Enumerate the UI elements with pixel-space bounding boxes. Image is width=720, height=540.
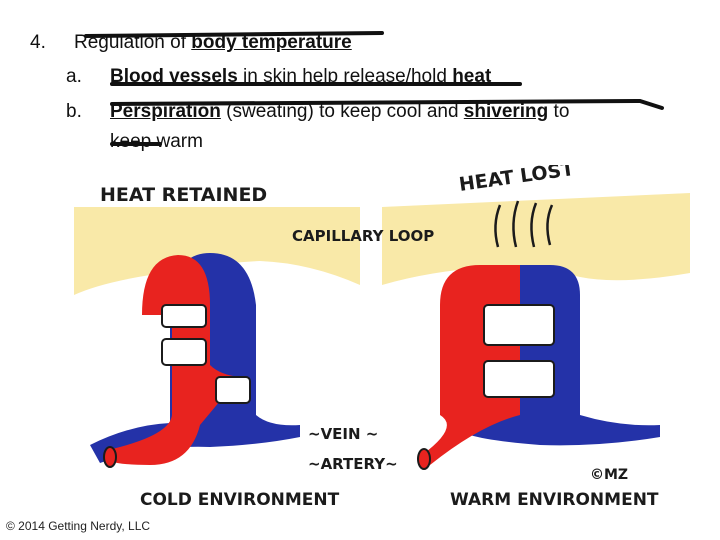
item-number: 4. (30, 32, 46, 53)
heat-wave-arrow (530, 202, 538, 248)
left-artery-end (103, 446, 117, 468)
left-loop-gap (161, 338, 207, 366)
warm-environment-label: WARM ENVIRONMENT (450, 490, 659, 510)
heat-wave-arrows (494, 200, 554, 248)
item-b-text: Perspiration (sweating) to keep cool and… (110, 101, 569, 123)
item-b-end: to (548, 101, 570, 122)
heat-lost-title: HEAT LOST (458, 165, 576, 196)
copyright-notice: © 2014 Getting Nerdy, LLC (6, 519, 151, 533)
item-4-prefix: Regulation of (74, 32, 192, 53)
heat-retained-title: HEAT RETAINED (100, 184, 267, 206)
right-loop-gap (483, 304, 555, 346)
vein-label: ~VEIN ~ (308, 425, 378, 443)
item-4-text: Regulation of body temperature (74, 32, 352, 54)
item-letter-a: a. (66, 66, 82, 87)
cold-environment-label: COLD ENVIRONMENT (140, 490, 340, 510)
heat-wave-arrow (494, 204, 502, 248)
capillary-loop-label: CAPILLARY LOOP (292, 227, 434, 245)
left-vessel-system (90, 253, 300, 468)
heat-wave-arrow (512, 200, 520, 248)
right-loop-gap (483, 360, 555, 398)
item-a-text: Blood vessels in skin help release/hold … (110, 66, 491, 88)
skin-layer-left (74, 207, 360, 295)
item-a-bold2: heat (452, 66, 492, 87)
item-a-bold1: Blood vessels (110, 66, 238, 87)
left-loop-gap (215, 376, 251, 404)
item-b-bold1: Perspiration (110, 101, 221, 122)
item-letter-b: b. (66, 101, 82, 122)
right-artery-end (417, 448, 431, 470)
skin-layer-right (382, 193, 690, 285)
signature: ©MZ (590, 467, 628, 483)
artery-label: ~ARTERY~ (308, 455, 398, 473)
item-4-bold: body temperature (191, 32, 352, 53)
item-b-bold2: shivering (463, 101, 549, 122)
heat-wave-arrow (546, 204, 554, 246)
left-loop-gap (161, 304, 207, 328)
item-a-mid: in skin help release/hold (237, 66, 453, 87)
thermoregulation-diagram: HEAT RETAINED HEAT LOST CAPILLARY LOOP ~… (74, 165, 690, 510)
outline-item-b-continued: keep warm (110, 131, 203, 152)
item-b-mid: (sweating) to keep cool and (220, 101, 464, 122)
right-vessel-system (417, 265, 660, 470)
